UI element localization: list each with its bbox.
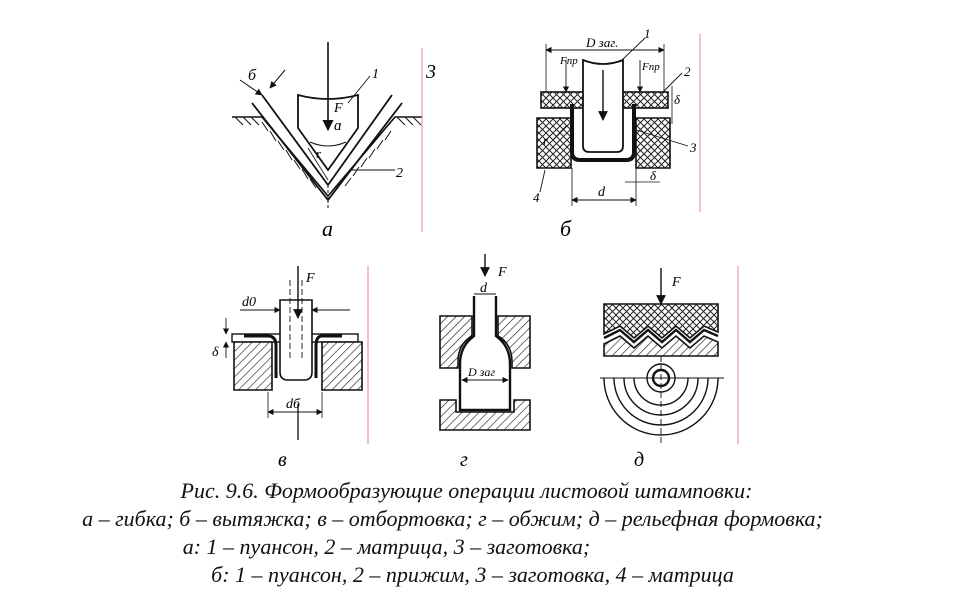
- die-left: [536, 117, 572, 169]
- drawn-cup: [570, 104, 636, 162]
- punch-c: [279, 299, 313, 381]
- upper-die-d: [439, 315, 531, 369]
- label-d-blank-diameter: D заг: [467, 365, 495, 379]
- panel-b-label: б: [560, 216, 572, 241]
- label-b-num-2: 2: [684, 64, 691, 79]
- label-radius: r: [316, 146, 322, 161]
- label-b-die-diameter: d: [598, 185, 606, 200]
- panel-c-flanging: F d0 δ dб: [212, 266, 369, 444]
- flanged-blank-c: [244, 334, 342, 378]
- label-c-flange-diameter: dб: [286, 397, 301, 412]
- panel-e-relief-forming: F: [600, 266, 739, 444]
- lower-die-d: [439, 399, 531, 431]
- label-c-thickness: δ: [212, 345, 219, 360]
- stamping-operations-figure: б F ɑ r 1 2 3 а: [212, 26, 739, 470]
- label-num-1: 1: [372, 67, 379, 82]
- panel-d-necking: F d D заг: [439, 254, 531, 431]
- die-right: [635, 117, 671, 169]
- label-num-3: 3: [425, 61, 436, 83]
- label-e-force: F: [671, 275, 681, 290]
- necked-workpiece-d: [458, 296, 512, 412]
- caption-legend: а – гибка; б – вытяжка; в – отбортовка; …: [82, 506, 823, 531]
- relief-sheet: [603, 328, 719, 344]
- caption-title: Рис. 9.6. Формообразующие операции листо…: [180, 478, 753, 503]
- upper-relief-die: [603, 303, 719, 340]
- label-d-force: F: [497, 265, 507, 280]
- label-b-num-3: 3: [689, 140, 697, 155]
- label-b-num-1: 1: [644, 26, 651, 41]
- label-angle: ɑ: [334, 118, 342, 134]
- label-d-neck-diameter: d: [480, 281, 488, 296]
- label-blank-diameter: D заг.: [585, 35, 618, 50]
- panel-b-drawing: D заг. Fпр Fпр 1 2 3 4 r δ δ d: [533, 26, 701, 212]
- punch: [297, 93, 359, 172]
- panel-a-bending: б F ɑ r 1 2 3: [232, 42, 436, 232]
- relief-plan-view: [603, 363, 719, 436]
- label-width: б: [248, 67, 257, 84]
- label-b-thickness: δ: [674, 92, 681, 107]
- lower-relief-die: [603, 334, 719, 357]
- caption-panel-a-parts: а: 1 – пуансон, 2 – матрица, 3 – заготов…: [182, 534, 591, 559]
- die-right-c: [321, 341, 363, 391]
- label-b-radius: r: [543, 133, 549, 148]
- label-c-force: F: [305, 271, 315, 286]
- label-force: F: [333, 101, 343, 116]
- panel-a-label: а: [322, 216, 333, 241]
- panel-d-label: г: [460, 449, 468, 470]
- panel-e-label: д: [634, 449, 644, 470]
- label-b-num-4: 4: [533, 190, 540, 205]
- label-press-left: Fпр: [559, 55, 578, 67]
- label-press-right: Fпр: [641, 61, 660, 73]
- die-hatching: [234, 116, 422, 189]
- panel-c-label: в: [278, 449, 287, 470]
- label-num-2: 2: [396, 166, 403, 181]
- caption-panel-b-parts: б: 1 – пуансон, 2 – прижим, 3 – заготовк…: [211, 562, 734, 587]
- die-left-c: [233, 341, 273, 391]
- label-c-hole-diameter: d0: [242, 295, 256, 310]
- label-b-gap: δ: [650, 168, 657, 183]
